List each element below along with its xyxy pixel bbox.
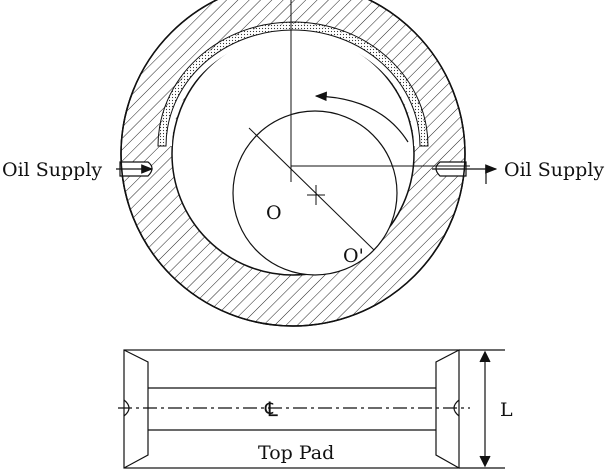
pad-outline (123, 349, 460, 469)
left-oil-hole (123, 399, 130, 417)
oil-supply-left-label: Oil Supply (2, 159, 102, 181)
bearing-center-label: O' (343, 245, 364, 267)
oil-supply-right-label: Oil Supply (504, 159, 604, 181)
left-chamfer (123, 349, 149, 469)
top-pad-section (118, 349, 505, 469)
centerline-label: ℄ (264, 397, 278, 421)
babbitt-layer (157, 21, 429, 147)
pad-name-label: Top Pad (258, 442, 334, 464)
dim-arrow-bottom (479, 455, 491, 468)
dim-arrow-top (479, 350, 491, 363)
length-label: L (500, 399, 513, 421)
right-oil-hole (453, 399, 460, 417)
right-chamfer (435, 349, 460, 469)
reference-lines (248, 0, 470, 251)
eccentricity-line (248, 127, 375, 251)
journal-center-label: O (266, 202, 282, 224)
rotation-arrow (314, 91, 409, 143)
